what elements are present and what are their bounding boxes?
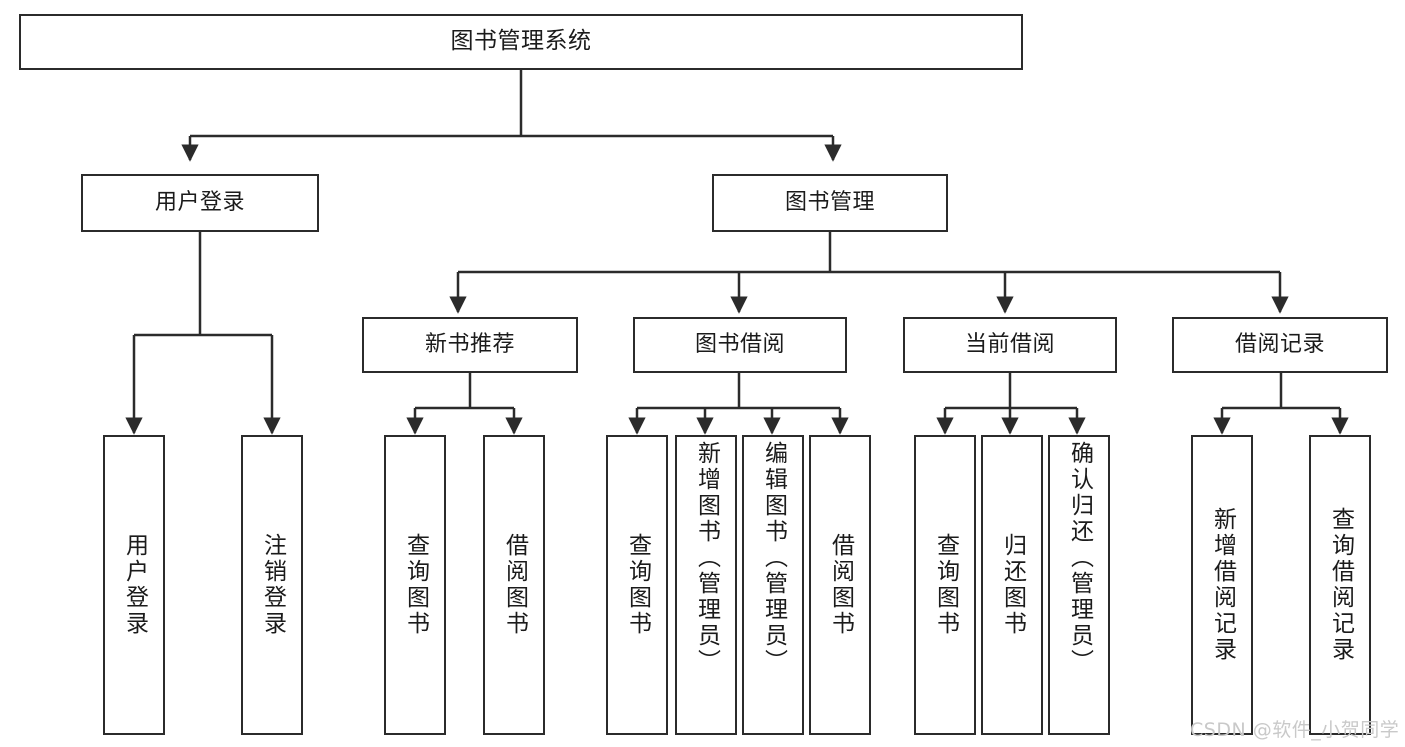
leaf-current-return-books-label: 归还图书 [999, 533, 1026, 637]
leaf-borrow-borrow-books-label: 借阅图书 [827, 533, 854, 637]
leaf-current-confirm-return-admin[interactable]: 确认归还（管理员） [1048, 435, 1110, 735]
leaf-current-confirm-return-admin-label: 确认归还（管理员） [1066, 441, 1093, 675]
leaf-newbook-query-books-label: 查询图书 [402, 533, 429, 637]
leaf-borrow-query-books[interactable]: 查询图书 [606, 435, 668, 735]
leaf-borrow-borrow-books[interactable]: 借阅图书 [809, 435, 871, 735]
leaf-records-query-record[interactable]: 查询借阅记录 [1309, 435, 1371, 735]
node-root[interactable]: 图书管理系统 [19, 14, 1023, 70]
leaf-borrow-query-books-label: 查询图书 [624, 533, 651, 637]
leaf-current-return-books[interactable]: 归还图书 [981, 435, 1043, 735]
node-user-login[interactable]: 用户登录 [81, 174, 319, 232]
node-borrow-records[interactable]: 借阅记录 [1172, 317, 1388, 373]
node-book-borrow[interactable]: 图书借阅 [633, 317, 847, 373]
leaf-newbook-query-books[interactable]: 查询图书 [384, 435, 446, 735]
leaf-user-login-label: 用户登录 [121, 533, 148, 637]
leaf-borrow-add-book-admin[interactable]: 新增图书（管理员） [675, 435, 737, 735]
node-book-borrow-label: 图书借阅 [694, 331, 785, 357]
leaf-records-add-record[interactable]: 新增借阅记录 [1191, 435, 1253, 735]
leaf-borrow-add-book-admin-label: 新增图书（管理员） [693, 441, 720, 675]
node-user-login-label: 用户登录 [154, 189, 245, 215]
leaf-borrow-edit-book-admin-label: 编辑图书（管理员） [760, 441, 787, 675]
node-new-book-recommend-label: 新书推荐 [424, 331, 515, 357]
csdn-watermark: CSDN @软件_小贺同学 [1190, 719, 1400, 741]
leaf-borrow-edit-book-admin[interactable]: 编辑图书（管理员） [742, 435, 804, 735]
leaf-current-query-books-label: 查询图书 [932, 533, 959, 637]
node-new-book-recommend[interactable]: 新书推荐 [362, 317, 578, 373]
leaf-records-query-record-label: 查询借阅记录 [1327, 507, 1354, 663]
node-borrow-records-label: 借阅记录 [1234, 331, 1325, 357]
node-root-label: 图书管理系统 [450, 28, 592, 55]
node-current-borrow-label: 当前借阅 [964, 331, 1055, 357]
leaf-newbook-borrow-books[interactable]: 借阅图书 [483, 435, 545, 735]
node-current-borrow[interactable]: 当前借阅 [903, 317, 1117, 373]
leaf-user-login[interactable]: 用户登录 [103, 435, 165, 735]
leaf-logout-label: 注销登录 [259, 533, 286, 637]
leaf-logout[interactable]: 注销登录 [241, 435, 303, 735]
leaf-newbook-borrow-books-label: 借阅图书 [501, 533, 528, 637]
leaf-current-query-books[interactable]: 查询图书 [914, 435, 976, 735]
node-book-management-label: 图书管理 [784, 189, 875, 215]
node-book-management[interactable]: 图书管理 [712, 174, 948, 232]
leaf-records-add-record-label: 新增借阅记录 [1209, 507, 1236, 663]
